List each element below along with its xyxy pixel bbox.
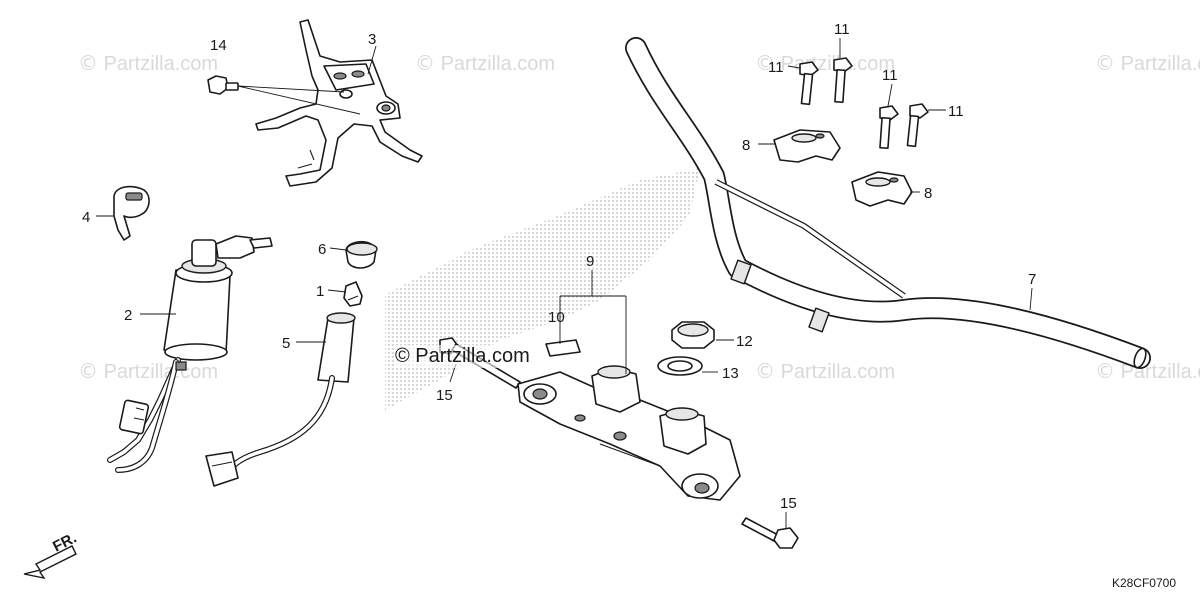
callout-6: 6	[318, 241, 326, 258]
callout-labels: 3 14 4 2 6 1 5 9 10 7 11 11 11 11 8 8 12…	[82, 21, 1036, 512]
callout-15-b: 15	[780, 495, 797, 512]
callout-11-d: 11	[948, 103, 964, 120]
callout-1: 1	[316, 283, 324, 300]
callout-12: 12	[736, 333, 753, 350]
callout-5: 5	[282, 335, 290, 352]
callout-10: 10	[548, 309, 565, 326]
grommet-part-6	[345, 240, 378, 269]
watermark: © Partzilla.com	[78, 359, 218, 383]
dotted-shading	[385, 168, 700, 410]
diagram-code: K28CF0700	[1111, 576, 1176, 590]
callout-15-a: 15	[436, 387, 453, 404]
top-bridge-part-9	[517, 365, 741, 501]
bolt-part-15-lower	[741, 517, 799, 549]
callout-9: 9	[586, 253, 594, 270]
nut-part-12	[671, 321, 715, 349]
handlebar-holder-part-8-upper	[773, 129, 841, 163]
washer-part-13	[657, 356, 703, 376]
bracket-part-3	[255, 19, 423, 187]
socket-part-5	[205, 312, 356, 487]
center-watermark: © Partzilla.com	[395, 345, 530, 368]
watermark: © Partzilla.com	[415, 51, 555, 75]
handlebar-part-7	[625, 37, 1151, 369]
callout-11-a: 11	[834, 21, 850, 38]
watermark: © Partzilla.com	[1095, 51, 1200, 75]
callout-7: 7	[1028, 271, 1036, 288]
handlebar-holder-part-8-lower	[851, 171, 913, 207]
front-direction-arrow: FR.	[23, 529, 79, 580]
watermark-group: © Partzilla.com © Partzilla.com © Partzi…	[78, 51, 1200, 383]
callout-8-b: 8	[924, 185, 932, 202]
bolt-part-14	[207, 75, 361, 115]
callout-3: 3	[368, 31, 376, 48]
callout-8-a: 8	[742, 137, 750, 154]
watermark: © Partzilla.com	[78, 51, 218, 75]
callout-4: 4	[82, 209, 90, 226]
bulb-part-1	[343, 281, 363, 307]
callout-14: 14	[210, 37, 227, 54]
bolts-part-11	[799, 57, 929, 150]
ignition-switch-part-2	[107, 235, 273, 473]
callout-11-c: 11	[882, 67, 898, 84]
callout-11-b: 11	[768, 59, 784, 76]
watermark: © Partzilla.com	[755, 359, 895, 383]
callout-13: 13	[722, 365, 739, 382]
key-part-4	[113, 185, 150, 241]
arrow-icon	[23, 545, 77, 580]
plate-part-10	[545, 339, 581, 357]
callout-2: 2	[124, 307, 132, 324]
